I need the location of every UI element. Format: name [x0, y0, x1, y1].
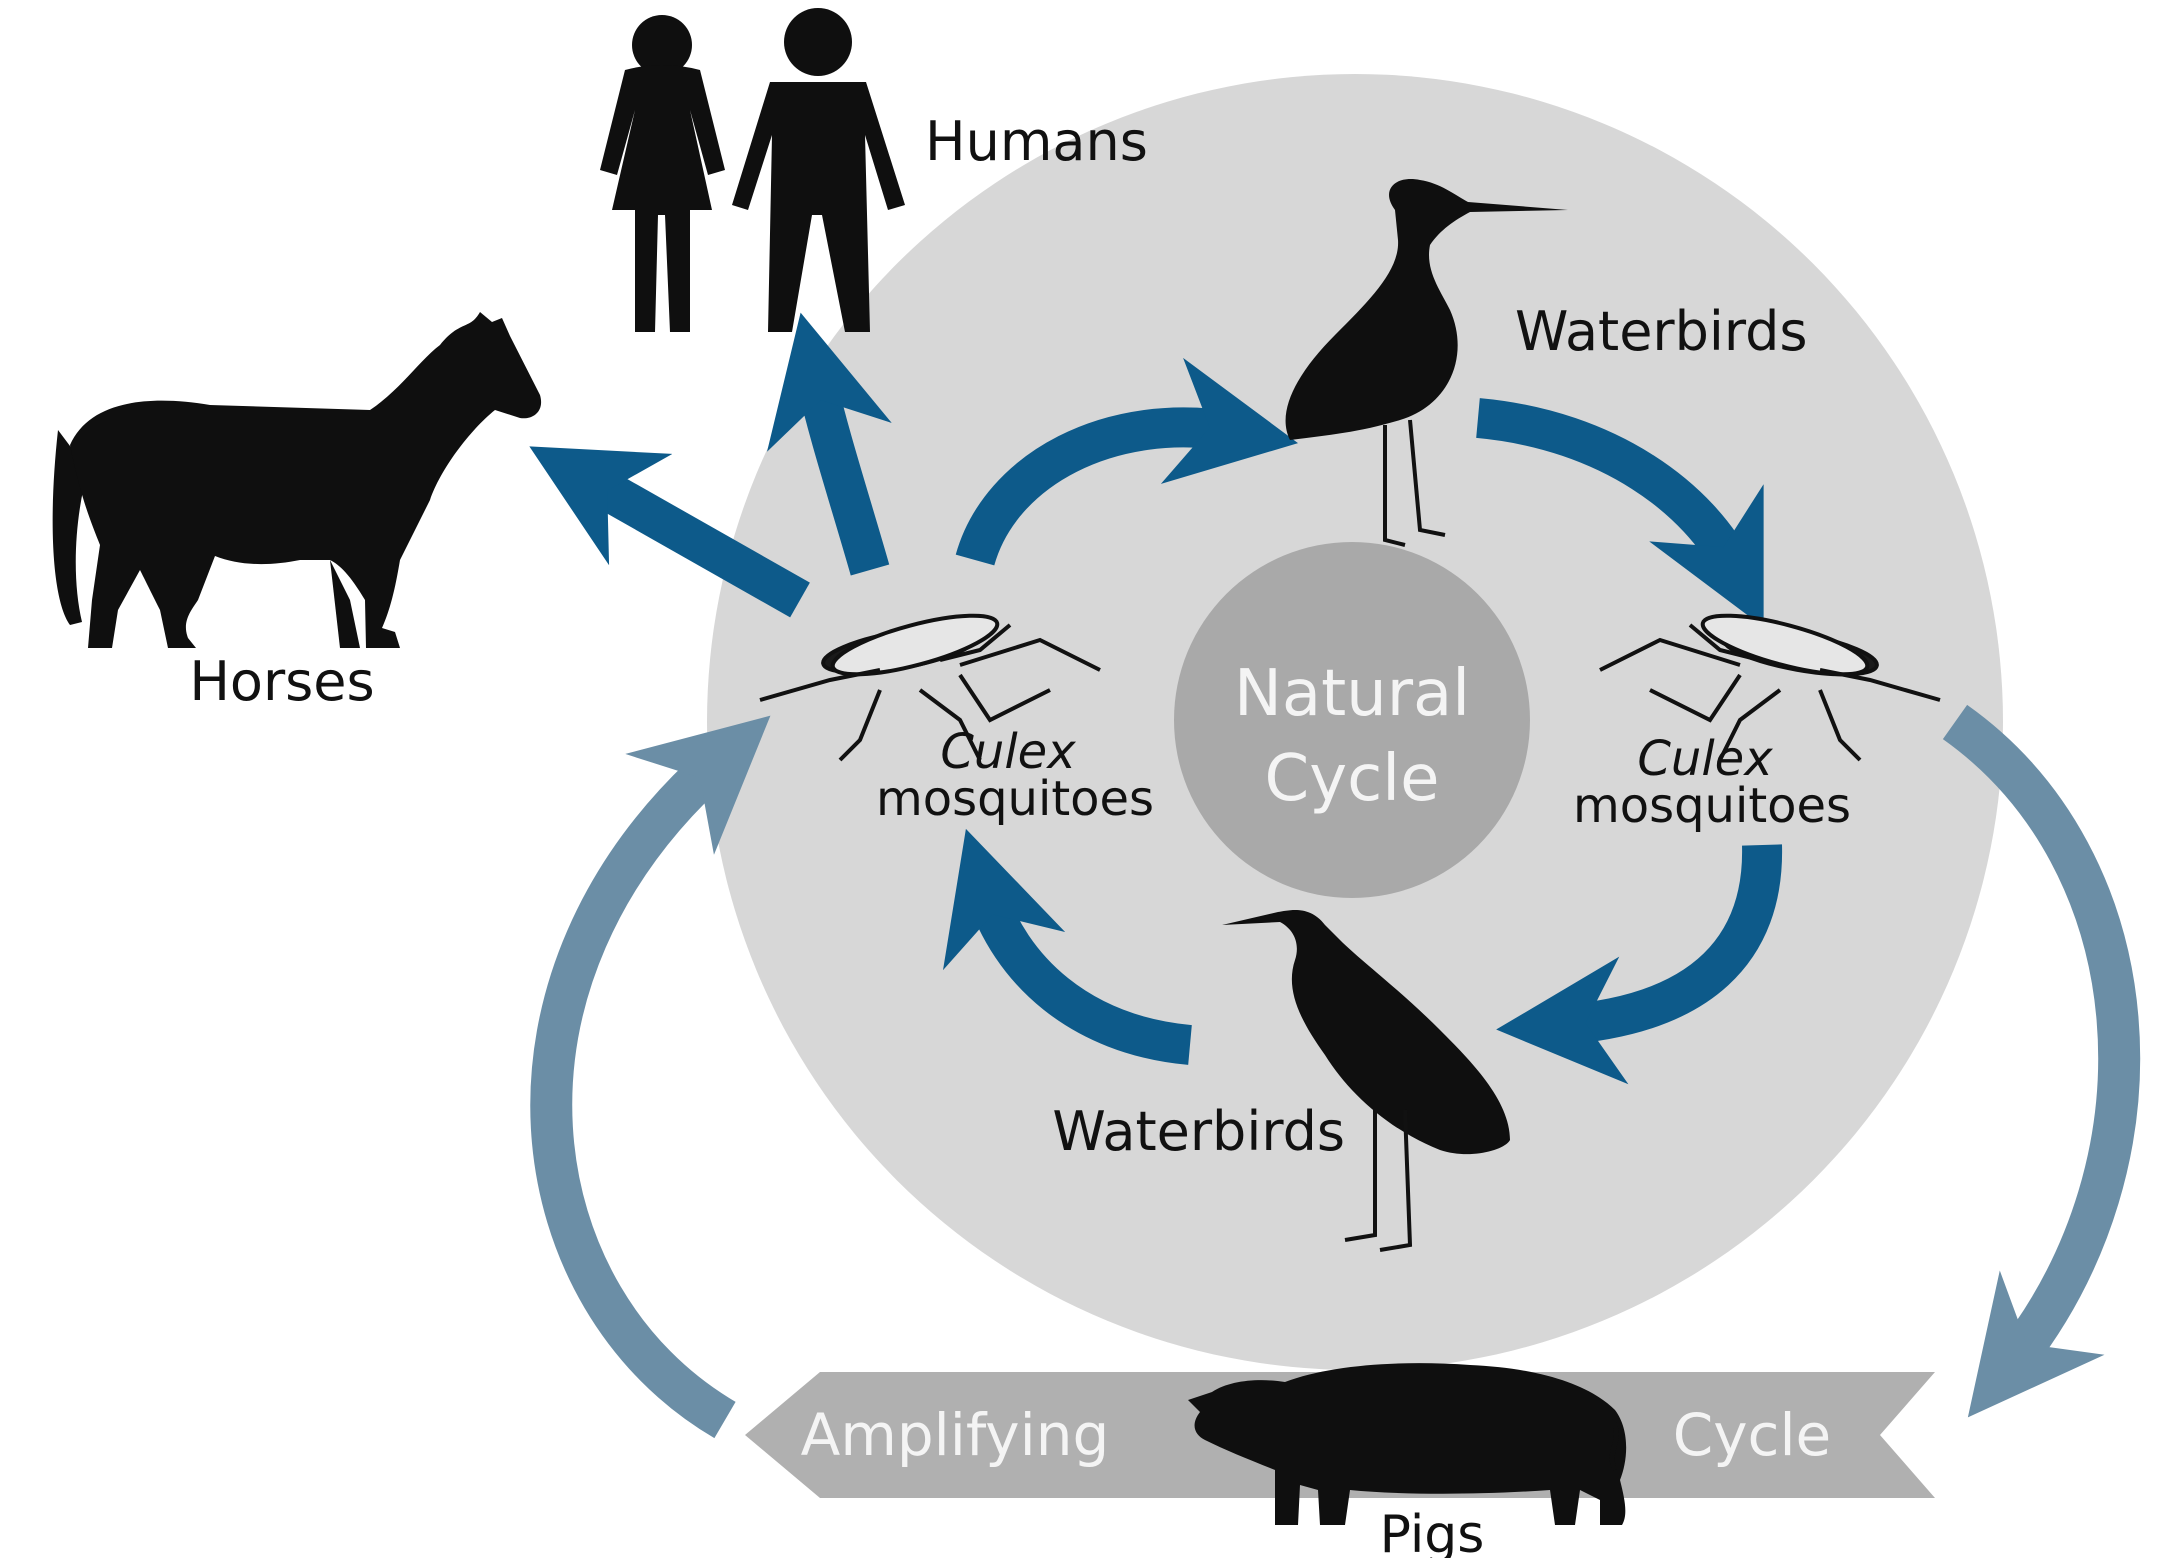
horse-icon [53, 312, 541, 648]
banner-label-amplifying: Amplifying [801, 1401, 1110, 1469]
pig-icon [1188, 1363, 1626, 1525]
horses-label: Horses [189, 650, 374, 713]
waterbirds-top-label: Waterbirds [1515, 300, 1808, 363]
mosquito-right-name: mosquitoes [1573, 778, 1851, 834]
waterbirds-bottom-label: Waterbirds [1052, 1100, 1345, 1163]
amplifying-arrow-left [551, 760, 725, 1420]
mosquito-left-name: mosquitoes [876, 771, 1154, 827]
humans-icon [600, 8, 905, 332]
banner-label-cycle: Cycle [1673, 1401, 1832, 1469]
center-label-line1: Natural [1234, 657, 1470, 731]
humans-label: Humans [925, 110, 1148, 173]
pigs-label: Pigs [1380, 1505, 1485, 1558]
center-label-line2: Cycle [1265, 742, 1440, 816]
